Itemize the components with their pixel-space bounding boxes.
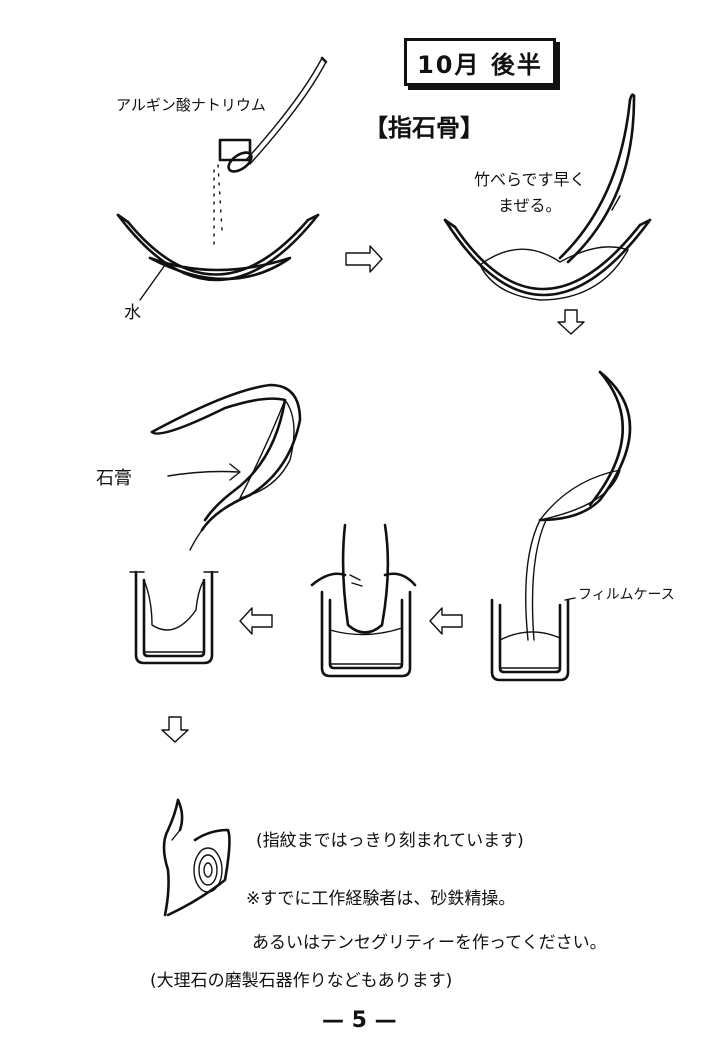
- bamboo-spatula: [558, 93, 636, 264]
- water-pointer: [139, 264, 166, 301]
- mix-instruction-2: まぜる。: [498, 196, 562, 215]
- plaster-fingertip: [162, 798, 231, 917]
- arrow-right-icon: [345, 245, 383, 273]
- arrow-left-icon: [239, 607, 273, 635]
- period-title-box: 10月 後半: [404, 38, 556, 86]
- arrow-down-icon: [557, 309, 585, 335]
- arrow-down-icon: [161, 716, 189, 743]
- page-number: — 5 —: [322, 1008, 397, 1033]
- experienced-note-2: あるいはテンセグリティーを作ってください。: [252, 933, 607, 953]
- spoon: [213, 56, 328, 246]
- water-label: 水: [124, 303, 141, 323]
- plaster-label: 石膏: [96, 468, 132, 489]
- pouring-bowl: [538, 370, 632, 522]
- film-case-label: フィルムケース: [578, 587, 675, 603]
- mix-instruction-1: 竹べらです早く: [474, 170, 586, 189]
- film-case-right: [490, 597, 576, 682]
- period-title: 10月 後半: [417, 51, 543, 79]
- film-case-left: [129, 570, 219, 665]
- sodium-alginate-label: アルギン酸ナトリウム: [116, 96, 266, 114]
- marble-note: (大理石の磨製石器作りなどもあります): [150, 971, 453, 991]
- section-title: 【指石骨】: [364, 114, 484, 142]
- bowl-with-water: [116, 213, 320, 282]
- plaster-pointer: [167, 470, 239, 477]
- plaster-scoop: [150, 383, 302, 551]
- film-case-with-finger: [310, 523, 417, 678]
- mixing-bowl: [443, 218, 652, 301]
- plaster-stream: [525, 519, 541, 641]
- fingerprint-note: (指紋まではっきり刻まれています): [256, 831, 524, 851]
- experienced-note-1: ※すでに工作経験者は、砂鉄精操。: [246, 889, 516, 909]
- arrow-left-icon: [429, 607, 463, 635]
